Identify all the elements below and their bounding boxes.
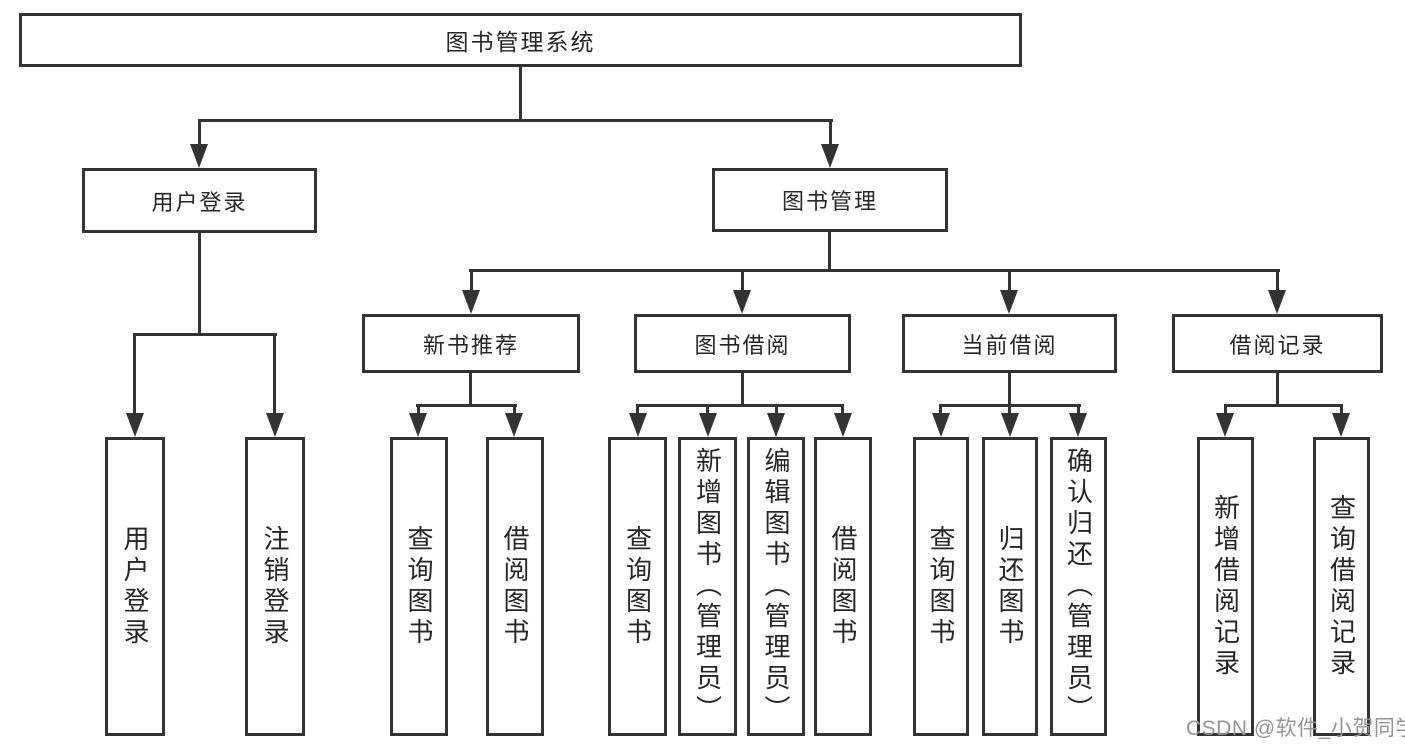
node-bb-edit-books-admin: 编辑图书（管理员） [747,437,805,736]
node-br-query-record-label: 查询借阅记录 [1326,493,1357,680]
node-new-book-recommend-label: 新书推荐 [422,332,519,358]
arrow-down-icon [1000,290,1018,314]
connector-line [133,333,136,415]
arrow-down-icon [126,413,144,437]
connector-line [741,269,744,293]
node-book-management-label: 图书管理 [781,189,878,214]
connector-line [1340,404,1343,415]
arrow-down-icon [629,413,647,437]
node-logout-leaf-label: 注销登录 [260,524,290,649]
connector-line [513,404,516,415]
arrow-down-icon [1069,413,1087,437]
node-nb-borrow-books-label: 借阅图书 [500,524,530,649]
node-cb-return-books-label: 归还图书 [995,524,1025,649]
connector-line [1008,373,1011,406]
connector-line [198,119,833,122]
node-br-query-record: 查询借阅记录 [1313,437,1370,736]
arrow-down-icon [834,413,852,437]
node-book-borrow: 图书借阅 [634,314,851,373]
arrow-down-icon [1001,413,1019,437]
connector-line [198,233,201,336]
connector-line [417,404,420,415]
arrow-down-icon [1216,413,1234,437]
node-bb-query-books-label: 查询图书 [622,524,653,649]
arrow-down-icon [266,413,284,437]
node-user-login-leaf: 用户登录 [105,437,165,736]
arrow-down-icon [932,413,950,437]
node-user-login-label: 用户登录 [151,189,248,215]
node-bb-edit-books-admin-label: 编辑图书（管理员） [761,447,791,726]
arrow-down-icon [1332,413,1350,437]
connector-line [1276,373,1279,406]
connector-line [741,373,744,406]
connector-line [469,269,1280,272]
arrow-down-icon [699,413,717,437]
connector-line [1008,404,1011,415]
node-cb-query-books-label: 查询图书 [926,524,956,649]
connector-line [519,67,522,122]
node-cb-query-books: 查询图书 [913,437,969,736]
connector-line [273,333,276,415]
connector-line [198,119,201,146]
arrow-down-icon [462,290,480,314]
node-book-borrow-label: 图书借阅 [694,332,791,358]
connector-line [1224,404,1227,415]
node-borrow-records: 借阅记录 [1172,314,1383,373]
connector-line [706,404,709,415]
node-user-login-leaf-label: 用户登录 [120,524,150,649]
node-cb-return-books: 归还图书 [982,437,1038,736]
connector-line [416,404,517,407]
watermark-text: CSDN @软件_小贺同学 [1186,717,1405,740]
node-user-login: 用户登录 [82,168,317,233]
connector-line [470,269,473,293]
connector-line [939,404,942,415]
arrow-down-icon [409,413,427,437]
node-bb-add-books-admin: 新增图书（管理员） [678,437,737,736]
node-book-management: 图书管理 [712,168,948,232]
connector-line [1276,269,1279,293]
connector-line [829,119,832,146]
connector-line [469,373,472,406]
node-nb-query-books: 查询图书 [390,437,448,736]
node-bb-add-books-admin-label: 新增图书（管理员） [692,447,723,726]
arrow-down-icon [505,413,523,437]
connector-line [1224,404,1343,407]
node-cb-confirm-return-admin-label: 确认归还（管理员） [1063,447,1094,726]
connector-line [841,404,844,415]
node-br-add-record-label: 新增借阅记录 [1210,493,1241,680]
node-library-system: 图书管理系统 [19,13,1022,67]
connector-line [828,232,831,272]
node-current-borrow-label: 当前借阅 [961,332,1058,358]
node-nb-query-books-label: 查询图书 [404,524,434,649]
node-library-system-label: 图书管理系统 [445,29,596,55]
node-cb-confirm-return-admin: 确认归还（管理员） [1050,437,1107,736]
connector-line [133,333,277,336]
node-current-borrow: 当前借阅 [902,314,1117,373]
node-bb-borrow-books-label: 借阅图书 [828,524,858,649]
node-new-book-recommend: 新书推荐 [362,314,580,373]
arrow-down-icon [190,144,208,168]
arrow-down-icon [733,290,751,314]
node-nb-borrow-books: 借阅图书 [486,437,544,736]
node-br-add-record: 新增借阅记录 [1197,437,1254,736]
connector-line [775,404,778,415]
node-logout-leaf: 注销登录 [245,437,305,736]
arrow-down-icon [821,144,839,168]
arrow-down-icon [1268,290,1286,314]
connector-line [1077,404,1080,415]
node-bb-query-books: 查询图书 [608,437,667,736]
node-bb-borrow-books: 借阅图书 [814,437,872,736]
connector-line [636,404,844,407]
connector-line [1008,269,1011,293]
connector-line [636,404,639,415]
arrow-down-icon [767,413,785,437]
node-borrow-records-label: 借阅记录 [1229,332,1326,358]
